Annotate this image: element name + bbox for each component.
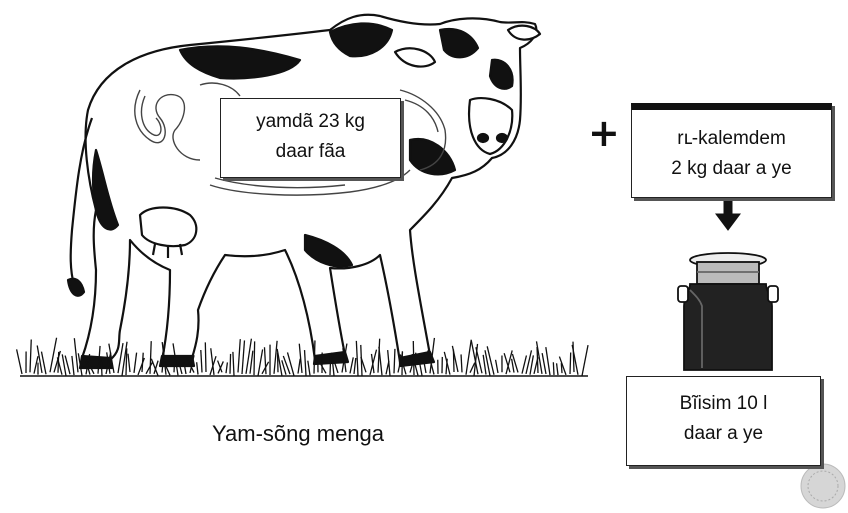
grass-blade — [542, 353, 546, 374]
grass-blade — [274, 341, 277, 374]
grass-blade — [496, 360, 498, 373]
grass-blade — [201, 350, 202, 372]
grass-blade — [356, 341, 358, 376]
grass-blade — [205, 342, 206, 372]
grass-blade — [250, 351, 253, 374]
grass-blade — [134, 353, 137, 373]
grass-blade — [238, 339, 240, 372]
grass-blade — [522, 356, 526, 374]
grass-blade — [142, 353, 143, 372]
grass-blade — [72, 356, 74, 375]
grass-blade — [258, 349, 263, 376]
grass-blade — [138, 358, 144, 375]
grass-blade — [197, 362, 198, 374]
grass-blade — [54, 351, 60, 373]
stamp-icon — [801, 464, 845, 508]
grass-blade — [242, 340, 244, 374]
milk-can-illustration — [678, 253, 778, 370]
grass-blade — [17, 349, 22, 374]
milk-yield-label: Bĩisim 10 l daar a ye — [626, 376, 821, 466]
grass-blade — [379, 347, 382, 375]
grass-blade — [559, 357, 566, 375]
grass-blade — [254, 341, 255, 375]
plus-sign: + — [588, 114, 620, 152]
grass-blade — [466, 340, 471, 375]
grass-blade — [483, 355, 486, 375]
grass-blade — [233, 352, 234, 376]
grass-blade — [299, 344, 302, 373]
grass-blade — [174, 362, 175, 373]
grass-blade — [354, 358, 356, 374]
cow-illustration — [68, 15, 540, 368]
grass-blade — [582, 345, 588, 376]
grass-blade — [126, 348, 127, 375]
milk-label-line2: daar a ye — [627, 419, 820, 449]
stomach-label-line2: daar fãa — [221, 137, 400, 167]
grass-blade — [570, 352, 571, 374]
grass-blade — [74, 338, 78, 372]
down-arrow-icon — [716, 201, 740, 230]
feed-label-line1: rւ-kalemdem — [632, 124, 831, 154]
grass-blade — [128, 354, 130, 372]
grass-blade — [287, 352, 294, 375]
grass-blade — [150, 341, 151, 374]
grass-blade — [512, 359, 514, 373]
caption: Yam-sõng menga — [212, 421, 384, 447]
grass-blade — [226, 362, 227, 373]
grass-blade — [298, 359, 300, 374]
grass-blade — [230, 354, 231, 374]
stomach-capacity-label: yamdã 23 kg daar fãa — [220, 98, 401, 178]
grass-blade — [444, 352, 450, 375]
grass-blade — [101, 357, 102, 375]
feed-supplement-label: rւ-kalemdem 2 kg daar a ye — [631, 103, 832, 198]
grass-blade — [65, 356, 70, 375]
grass-blade — [530, 355, 533, 374]
stomach-label-line1: yamdã 23 kg — [221, 107, 400, 137]
grass-blade — [487, 346, 494, 374]
grass-blade — [553, 362, 554, 375]
grass-blade — [557, 363, 558, 375]
grass-blade — [30, 339, 31, 372]
grass-blade — [546, 347, 550, 375]
feed-label-line2: 2 kg daar a ye — [632, 154, 831, 184]
grass-blade — [305, 350, 306, 376]
grass-blade — [308, 361, 310, 376]
grass-blade — [330, 353, 331, 375]
grass-blade — [333, 363, 334, 376]
grass-blade — [350, 357, 353, 373]
grass-blade — [394, 349, 395, 373]
grass-blade — [461, 354, 462, 372]
milk-label-line1: Bĩisim 10 l — [627, 389, 820, 419]
